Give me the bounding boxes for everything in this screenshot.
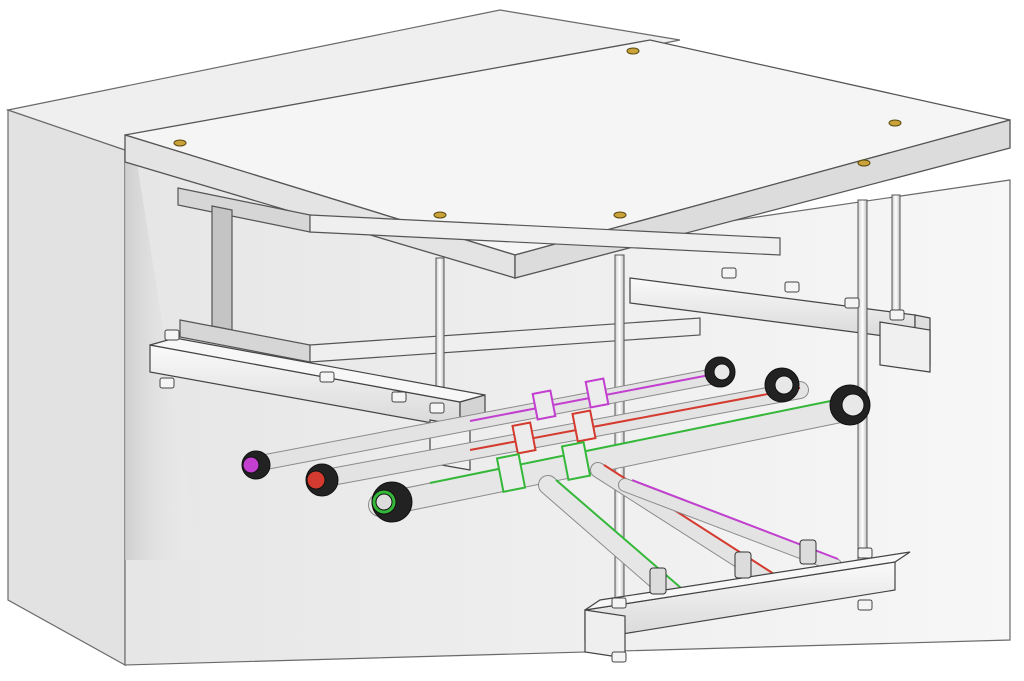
pipe-clamp — [764, 367, 800, 403]
hex-nuts — [159, 267, 905, 663]
pipe-clamp — [305, 463, 339, 497]
pipe-clamps — [241, 356, 871, 523]
i-beam — [177, 187, 781, 363]
anchor-bolt-heads — [173, 47, 902, 219]
pipe-clamp — [241, 450, 271, 480]
branch-clamps — [649, 539, 817, 595]
pipe-clamp — [829, 384, 871, 426]
strut-channel-rear — [629, 277, 931, 373]
strut-channel-lower — [584, 551, 911, 659]
pipe-clamp — [371, 481, 413, 523]
pipe-fittings — [495, 377, 610, 493]
pipe-clamp — [704, 356, 736, 388]
